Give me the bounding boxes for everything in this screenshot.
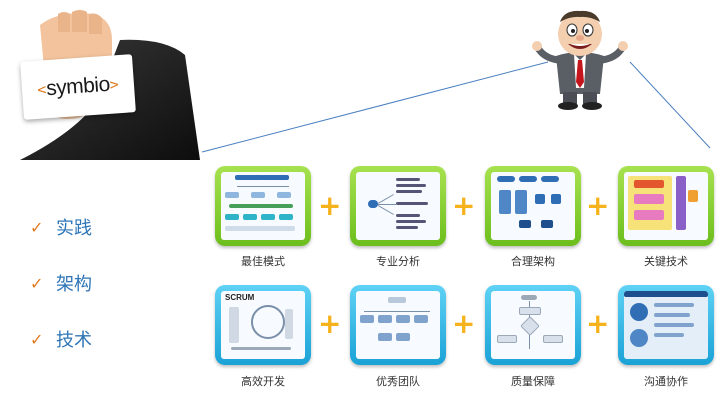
tile-professional-analysis [350, 166, 446, 246]
tile-diagram-thumbnail: SCRUM [221, 291, 305, 359]
tile-label: 高效开发 [241, 375, 285, 388]
tile-diagram-thumbnail [221, 172, 305, 240]
scrum-title: SCRUM [225, 293, 255, 302]
tile-label: 优秀团队 [376, 375, 420, 388]
checklist-item-technology: ✓ 技术 [30, 326, 92, 352]
checklist-item-architecture: ✓ 架构 [30, 270, 92, 296]
tile-sound-architecture [485, 166, 581, 246]
tile-communication [618, 285, 714, 365]
tile-diagram-thumbnail [356, 291, 440, 359]
tile-efficient-development: SCRUM [215, 285, 311, 365]
tile-label: 最佳模式 [241, 255, 285, 268]
tile-diagram-thumbnail [624, 172, 708, 240]
checkmark-icon: ✓ [30, 329, 44, 349]
checklist-label: 架构 [56, 274, 92, 295]
plus-icon: + [452, 189, 476, 222]
businessman-character [530, 8, 630, 110]
tile-label: 专业分析 [376, 255, 420, 268]
checklist-item-practice: ✓ 实践 [30, 214, 92, 240]
plus-icon: + [318, 189, 342, 222]
businessman-icon [532, 10, 628, 110]
plus-icon: + [586, 307, 610, 340]
plus-icon: + [586, 189, 610, 222]
tile-diagram-thumbnail [356, 172, 440, 240]
tile-label: 质量保障 [511, 375, 555, 388]
checklist-label: 实践 [56, 218, 92, 239]
plus-icon: + [318, 307, 342, 340]
tile-label: 关键技术 [644, 255, 688, 268]
checkmark-icon: ✓ [30, 273, 44, 293]
tile-diagram-thumbnail [491, 291, 575, 359]
tile-label: 沟通协作 [644, 375, 688, 388]
tile-key-technology [618, 166, 714, 246]
tile-quality-assurance [485, 285, 581, 365]
tile-best-practice [215, 166, 311, 246]
tile-diagram-thumbnail [624, 291, 708, 359]
tile-label: 合理架构 [511, 255, 555, 268]
tile-excellent-team [350, 285, 446, 365]
checkmark-icon: ✓ [30, 217, 44, 237]
tile-diagram-thumbnail [491, 172, 575, 240]
plus-icon: + [452, 307, 476, 340]
checklist-label: 技术 [56, 330, 92, 351]
